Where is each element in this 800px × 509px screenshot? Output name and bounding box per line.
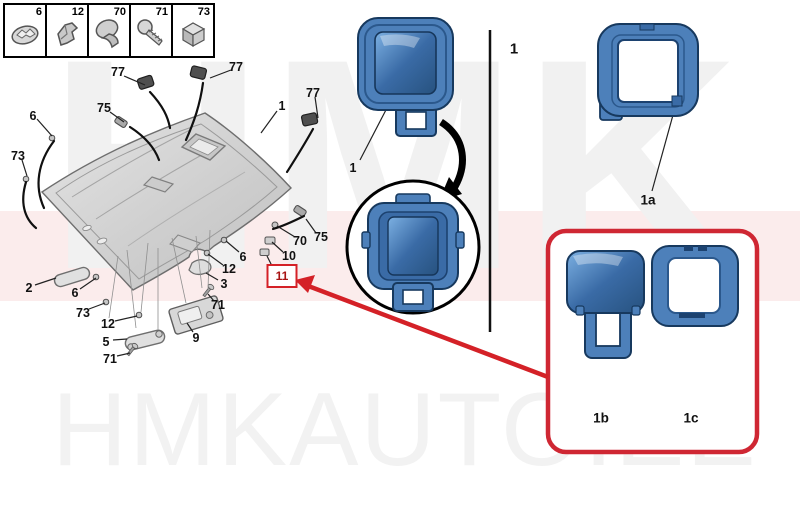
pin-fasteners-75 (114, 116, 307, 217)
legend-part-number: 71 (155, 6, 168, 18)
callout-73: 73 (11, 149, 25, 163)
callout-73: 73 (76, 306, 90, 320)
callout-6: 6 (71, 286, 79, 300)
clip-assembled-front (357, 17, 454, 137)
grab-handle-2 (53, 266, 91, 288)
ring-frame-1c (651, 245, 739, 327)
callout-2: 2 (25, 281, 33, 295)
grab-handle-5 (124, 329, 166, 351)
legend-cell-70: 70 (87, 3, 131, 58)
callout-12: 12 (222, 262, 236, 276)
callout-1a: 1a (640, 192, 656, 208)
callout-77: 77 (306, 86, 320, 100)
curved-leaders (22, 81, 315, 231)
highlight-box-11: 11 (266, 264, 298, 288)
legend-part-number: 6 (35, 6, 42, 18)
small-fasteners (22, 134, 279, 319)
fastener-clips-77 (136, 65, 319, 127)
callout-77: 77 (111, 65, 125, 79)
callout-10: 10 (282, 249, 296, 263)
callout-75: 75 (97, 101, 111, 115)
callout-77: 77 (229, 60, 243, 74)
legend-part-number: 70 (113, 6, 126, 18)
callout-6: 6 (29, 109, 37, 123)
legend-cell-73: 73 (171, 3, 215, 58)
callout-1b: 1b (593, 410, 609, 426)
alignment-lines (108, 229, 211, 330)
legend-part-number: 12 (71, 6, 84, 18)
legend-strip: 6 12 70 71 73 (3, 3, 215, 58)
cover-flap-1b (566, 250, 645, 359)
push-pin-icon (92, 14, 126, 54)
callout-1: 1 (509, 40, 519, 58)
callout-9: 9 (192, 331, 200, 345)
callout-12: 12 (101, 317, 115, 331)
highlight-label: 11 (275, 269, 289, 283)
frame-1a (597, 23, 699, 121)
legend-cell-12: 12 (45, 3, 89, 58)
callout-70: 70 (293, 234, 307, 248)
cube-nut-icon (176, 14, 210, 54)
callout-3: 3 (220, 277, 228, 291)
callout-71: 71 (103, 352, 117, 366)
legend-part-number: 73 (197, 6, 210, 18)
trim-clip-icon (50, 14, 84, 54)
callout-1: 1 (278, 99, 286, 113)
screw-icon (134, 14, 168, 54)
ring-clip-icon (8, 14, 42, 54)
headliner-panel (40, 112, 292, 291)
callout-6: 6 (239, 250, 247, 264)
clip-back-view-circle (345, 179, 481, 315)
callout-5: 5 (102, 335, 110, 349)
red-pointer-arrow (295, 275, 549, 380)
callout-1: 1 (349, 161, 357, 175)
dome-light-9 (168, 295, 224, 335)
legend-cell-6: 6 (3, 3, 47, 58)
callout-71: 71 (211, 298, 225, 312)
callout-75: 75 (314, 230, 328, 244)
legend-cell-71: 71 (129, 3, 173, 58)
callout-1c: 1c (683, 410, 699, 426)
